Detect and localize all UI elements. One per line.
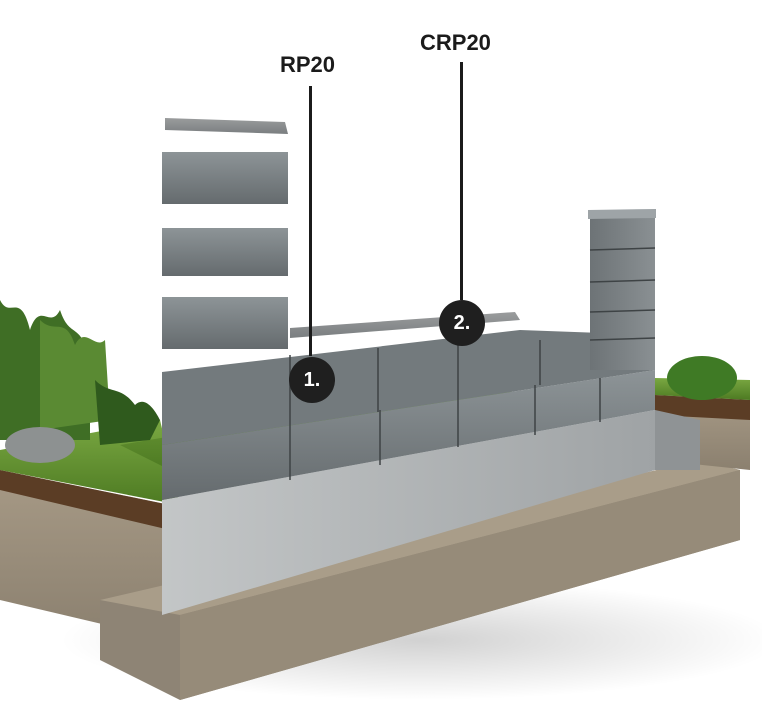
callout-leader-2 [460,62,463,300]
callout-leader-1 [309,86,312,356]
exploded-blocks [162,118,288,349]
callout-label-rp20: RP20 [280,52,335,78]
callout-badge-1: 1. [289,357,335,403]
shrub-right [667,356,737,400]
pillar [588,209,656,370]
callout-badge-2: 2. [439,300,485,346]
shrubs-left [0,300,160,463]
callout-label-crp20: CRP20 [420,30,491,56]
